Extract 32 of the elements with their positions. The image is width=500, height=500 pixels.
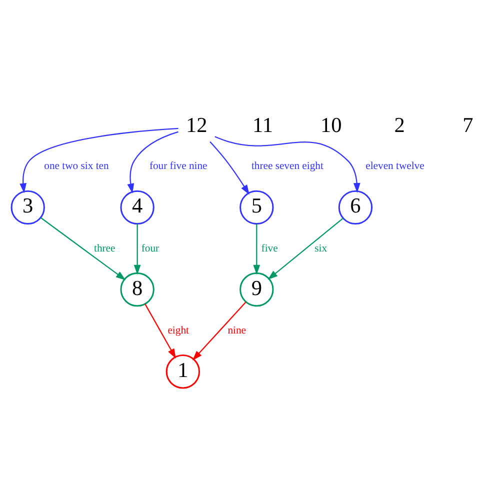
arrow — [40, 217, 126, 280]
arrow — [268, 218, 344, 280]
edge-label: three — [94, 243, 116, 254]
edge-label: six — [314, 243, 328, 254]
arrow — [192, 302, 246, 360]
arrow — [210, 141, 250, 195]
label: 10 — [320, 113, 342, 138]
edge-label: eight — [168, 325, 189, 336]
arrow — [253, 224, 260, 275]
node-circle: 5 — [240, 190, 274, 225]
arrow — [127, 131, 178, 194]
node-circle: 6 — [338, 190, 373, 225]
edge-label: four — [141, 243, 160, 254]
edge-label: three seven eight — [251, 161, 324, 172]
node-circle: 3 — [10, 190, 45, 225]
node-circle: 9 — [240, 272, 274, 307]
arrow — [134, 224, 141, 275]
arrow — [214, 136, 360, 193]
label: 2 — [394, 113, 405, 138]
node-circle: 1 — [166, 354, 200, 389]
edge-label: one two six ten — [44, 161, 109, 172]
label: 7 — [462, 113, 474, 138]
arrow — [20, 128, 178, 194]
node-text: 12 — [186, 113, 208, 138]
label: 11 — [252, 113, 273, 138]
edge-label: nine — [228, 325, 246, 336]
edge-label: eleven twelve — [366, 161, 424, 172]
edge-label: five — [261, 243, 278, 254]
node-circle: 8 — [120, 272, 154, 307]
edge-label: four five nine — [149, 161, 208, 172]
arrow — [144, 304, 176, 359]
node-circle: 4 — [120, 190, 154, 225]
